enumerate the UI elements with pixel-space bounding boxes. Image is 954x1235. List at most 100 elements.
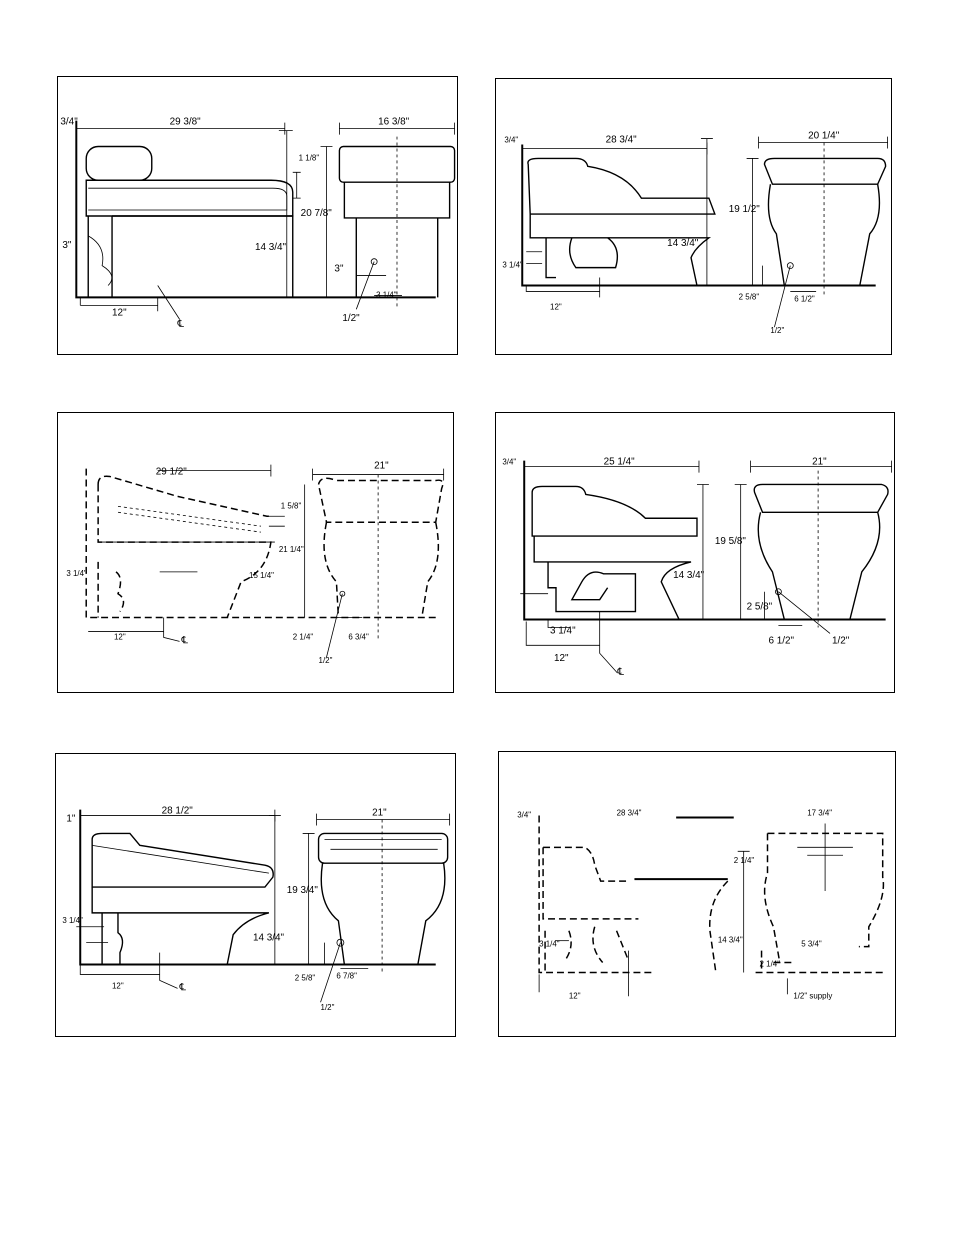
front-base-outline bbox=[355, 217, 439, 298]
toilet-drawing-panel-2: 3/4" 28 3/4" 20 1/4" 19 1/2" 14 3/4" 3 1… bbox=[495, 78, 892, 355]
label-centerline: ℄ bbox=[617, 667, 625, 678]
label-inlet-left: 3 1/4" bbox=[550, 625, 576, 636]
label-top-offset: 3/4" bbox=[517, 811, 531, 820]
label-top-offset: 3/4" bbox=[502, 458, 516, 467]
toilet-drawing-panel-5: 1" 28 1/2" 21" 19 3/4" 14 3/4" 3 1/4" 12… bbox=[55, 753, 456, 1037]
bowl-outline bbox=[97, 484, 272, 618]
toilet-drawing-panel-6: 3/4" 28 3/4" 17 3/4" 2 1/4" 14 3/4" 3 1/… bbox=[498, 751, 896, 1037]
bowl-outline bbox=[529, 214, 712, 286]
label-length: 28 3/4" bbox=[606, 135, 638, 146]
tank-outline bbox=[85, 145, 153, 181]
wall-floor-line bbox=[85, 468, 438, 619]
label-total-height: 21 1/4" bbox=[279, 545, 304, 554]
panel-1-drawing: 3/4" 29 3/8" 16 3/8" 1 1/8" 20 7/8" 14 3… bbox=[60, 117, 456, 330]
label-inlet-width: 5 3/4" bbox=[801, 940, 822, 949]
wall-floor-line bbox=[523, 460, 886, 621]
label-rim-height: 15 1/4" bbox=[249, 571, 274, 580]
label-inlet-width: 6 7/8" bbox=[336, 971, 357, 980]
toilet-drawing-panel-3: 29 1/2" 21" 1 5/8" 21 1/4" 15 1/4" 3 1/4… bbox=[57, 412, 454, 693]
label-width: 21" bbox=[812, 457, 827, 468]
bowl-outline bbox=[542, 847, 639, 920]
label-centerline: ℄ bbox=[177, 319, 185, 330]
label-width: 20 1/4" bbox=[808, 131, 840, 142]
label-pipe: 1/2" bbox=[832, 635, 850, 646]
label-inlet-width: 6 3/4" bbox=[348, 632, 369, 641]
panel-5-drawing: 1" 28 1/2" 21" 19 3/4" 14 3/4" 3 1/4" 12… bbox=[62, 806, 451, 1012]
label-length: 28 1/2" bbox=[162, 806, 194, 817]
front-base-outline bbox=[323, 522, 440, 618]
label-rough-in: 12" bbox=[569, 991, 581, 1000]
wall-floor-line bbox=[521, 144, 876, 287]
seat-outline bbox=[85, 179, 294, 217]
front-seat-outline bbox=[317, 832, 449, 864]
front-base-outline bbox=[763, 833, 781, 961]
wall-floor-line bbox=[75, 120, 436, 299]
label-inlet-height: 2 1/4" bbox=[293, 632, 314, 641]
front-seat-outline bbox=[317, 477, 444, 523]
panel-3-drawing: 29 1/2" 21" 1 5/8" 21 1/4" 15 1/4" 3 1/4… bbox=[66, 461, 445, 665]
front-base-outline bbox=[767, 184, 881, 286]
wall-floor-line bbox=[79, 809, 436, 966]
label-inlet-left: 3" bbox=[62, 240, 72, 251]
label-rough-in: 12" bbox=[114, 632, 126, 641]
label-rim-height: 14 3/4" bbox=[255, 242, 287, 253]
tank-outline bbox=[527, 157, 716, 215]
tank-outline bbox=[91, 832, 274, 888]
label-pipe: 1/2" bbox=[321, 1003, 335, 1012]
tank-outline bbox=[97, 475, 269, 518]
panel-4-drawing: 3/4" 25 1/4" 21" 19 5/8" 14 3/4" 3 1/4" … bbox=[502, 457, 892, 678]
label-width: 16 3/8" bbox=[378, 117, 410, 128]
label-rough-in: 12" bbox=[112, 307, 127, 318]
label-inlet-width: 6 1/2" bbox=[794, 294, 815, 303]
label-rim-height: 14 3/4" bbox=[253, 933, 285, 944]
label-length: 29 1/2" bbox=[156, 467, 188, 478]
label-inlet-width: 3 1/4" bbox=[376, 290, 397, 299]
toilet-drawing-panel-4: 3/4" 25 1/4" 21" 19 5/8" 14 3/4" 3 1/4" … bbox=[495, 412, 895, 693]
toilet-drawing-panel-1: 3/4" 29 3/8" 16 3/8" 1 1/8" 20 7/8" 14 3… bbox=[57, 76, 458, 355]
label-pipe: 1/2" bbox=[770, 326, 784, 335]
label-width: 21" bbox=[374, 461, 389, 472]
label-inlet-height: 2 5/8" bbox=[747, 602, 773, 613]
label-length: 25 1/4" bbox=[604, 457, 636, 468]
panel-6-drawing: 3/4" 28 3/4" 17 3/4" 2 1/4" 14 3/4" 3 1/… bbox=[517, 809, 885, 1000]
label-width: 17 3/4" bbox=[807, 809, 832, 818]
wall-floor-line bbox=[538, 815, 653, 974]
front-seat-outline bbox=[753, 483, 889, 513]
label-length: 28 3/4" bbox=[617, 809, 642, 818]
front-base-outline bbox=[757, 512, 881, 620]
label-pipe: 1/2" bbox=[319, 656, 333, 665]
label-centerline: ℄ bbox=[181, 635, 189, 646]
label-total-height: 20 7/8" bbox=[301, 208, 333, 219]
front-seat-outline bbox=[763, 157, 887, 185]
label-length: 29 3/8" bbox=[170, 117, 202, 128]
label-inlet-height: 3" bbox=[334, 264, 344, 275]
label-rim-height: 14 3/4" bbox=[667, 238, 699, 249]
label-total-height: 19 1/2" bbox=[729, 204, 761, 215]
label-seat-thickness: 1 5/8" bbox=[281, 501, 302, 510]
tank-outline bbox=[531, 485, 698, 537]
label-seat-thickness: 1 1/8" bbox=[299, 153, 320, 162]
label-inlet-height: 2 5/8" bbox=[295, 973, 316, 982]
tank-outline bbox=[543, 846, 629, 882]
bowl-outline bbox=[91, 887, 270, 965]
label-seat-thickness: 2 1/4" bbox=[734, 856, 755, 865]
label-centerline: ℄ bbox=[179, 982, 187, 993]
label-rough-in: 12" bbox=[550, 302, 562, 311]
label-rim-height: 14 3/4" bbox=[673, 570, 705, 581]
panel-2-drawing: 3/4" 28 3/4" 20 1/4" 19 1/2" 14 3/4" 3 1… bbox=[502, 131, 888, 335]
label-pipe: 1/2" supply bbox=[793, 991, 832, 1000]
label-rough-in: 12" bbox=[554, 653, 569, 664]
label-inlet-width: 6 1/2" bbox=[768, 635, 794, 646]
label-top-offset: 3/4" bbox=[504, 136, 518, 145]
label-total-height: 19 5/8" bbox=[715, 536, 747, 547]
label-inlet-height: 2 5/8" bbox=[739, 292, 760, 301]
front-base-outline bbox=[320, 863, 446, 965]
label-rough-in: 12" bbox=[112, 981, 124, 990]
label-inlet-height: 2 1/4" bbox=[760, 959, 781, 968]
label-total-height: 19 3/4" bbox=[287, 885, 319, 896]
label-top-offset: 3/4" bbox=[60, 117, 78, 128]
label-inlet-left: 3 1/4" bbox=[502, 261, 523, 270]
label-pipe: 1/2" bbox=[342, 313, 360, 324]
front-seat-outline bbox=[338, 145, 456, 183]
front-seat-outline bbox=[767, 832, 885, 948]
